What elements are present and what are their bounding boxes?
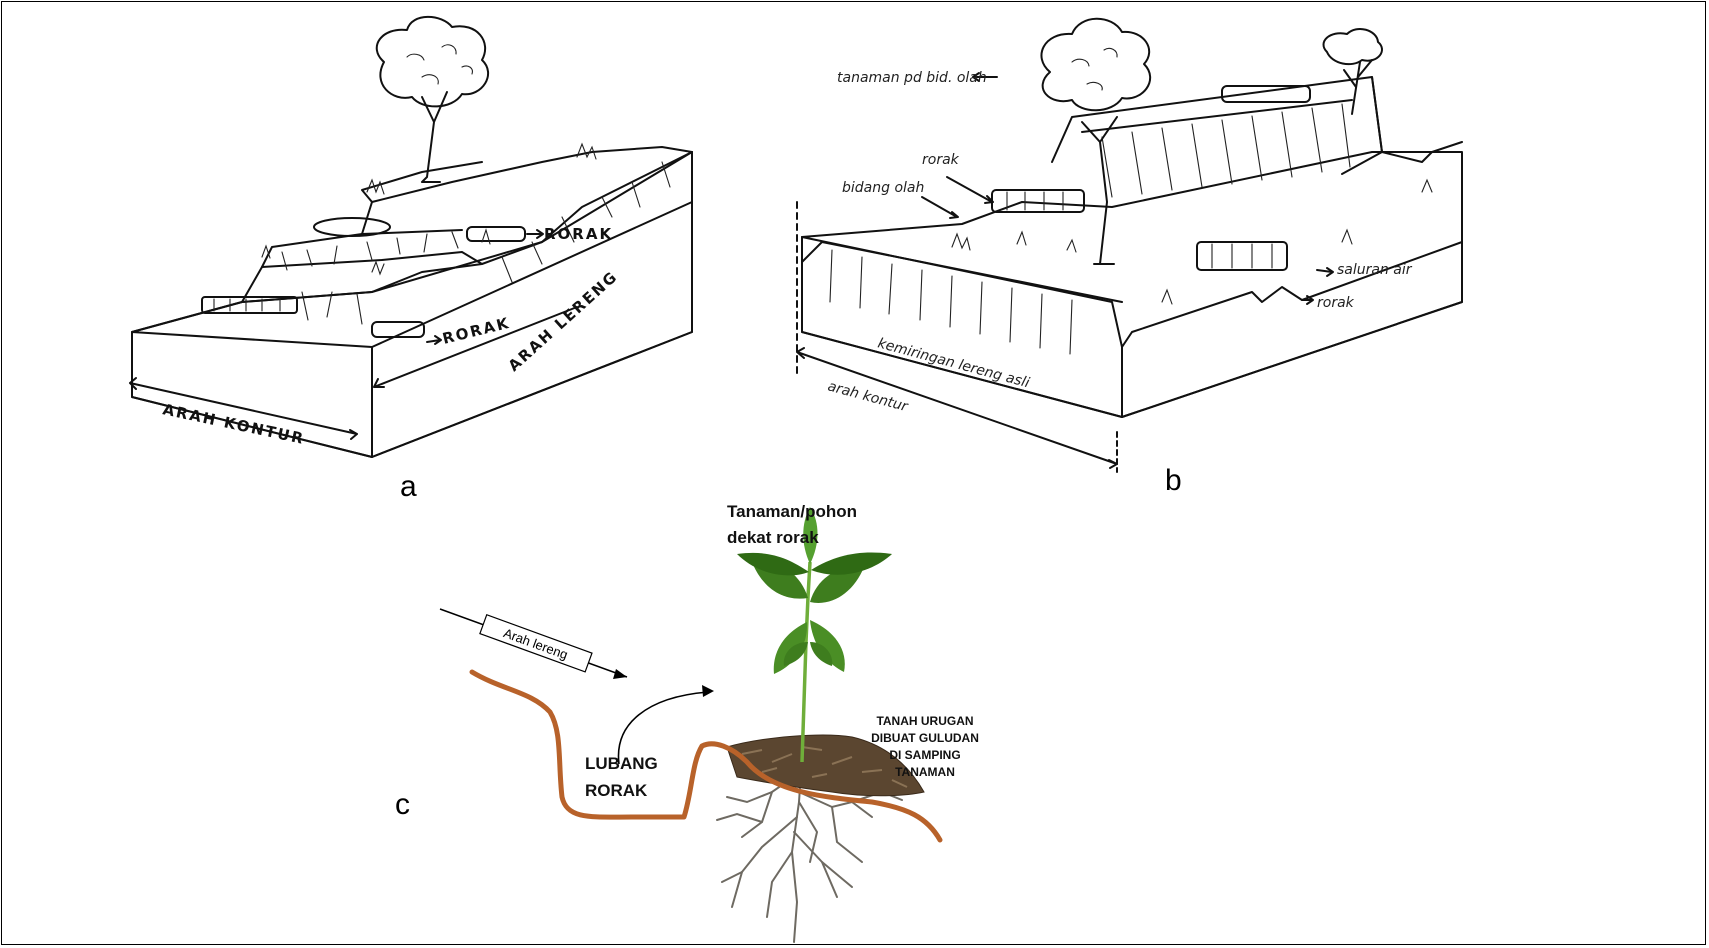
fill-soil-line3: DI SAMPING <box>864 747 986 764</box>
fill-soil-line2: DIBUAT GULUDAN <box>864 730 986 747</box>
pit-label: LUBANG RORAK <box>585 750 658 804</box>
panel-c-letter: c <box>395 788 410 822</box>
plant-title-line1: Tanaman/pohon <box>727 499 857 525</box>
plant-title-line2: dekat rorak <box>727 525 857 551</box>
fill-soil-label: TANAH URUGAN DIBUAT GULUDAN DI SAMPING T… <box>864 713 986 781</box>
pit-label-line1: LUBANG <box>585 750 658 777</box>
pit-label-line2: RORAK <box>585 777 658 804</box>
plant-title: Tanaman/pohon dekat rorak <box>727 499 857 551</box>
fill-soil-line4: TANAMAN <box>864 764 986 781</box>
fill-soil-line1: TANAH URUGAN <box>864 713 986 730</box>
